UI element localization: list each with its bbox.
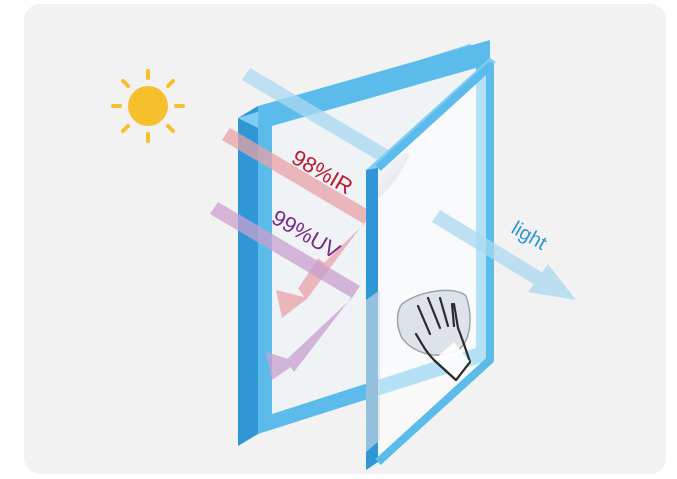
light-label: light [508,217,551,255]
sun-icon [113,71,183,141]
